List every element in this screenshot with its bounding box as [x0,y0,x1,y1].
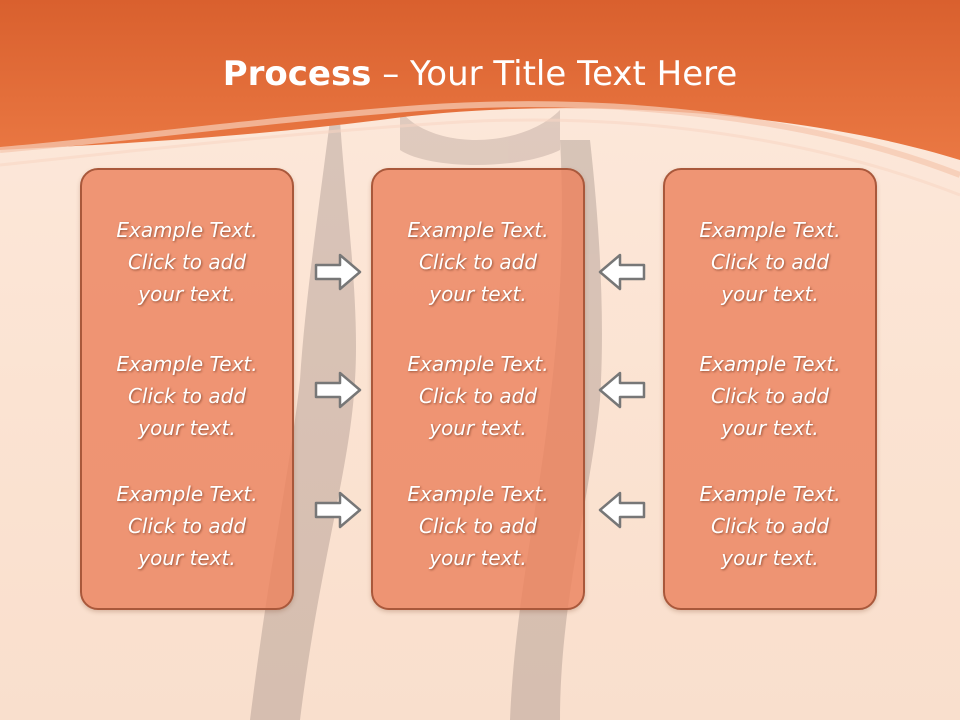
right-arrow-icon [314,371,362,409]
header-swoosh [0,101,960,178]
title-bold: Process [222,54,372,94]
box1-text-2[interactable]: Example Text. Click to add your text. [116,352,258,440]
box2-text-1[interactable]: Example Text. Click to add your text. [407,218,549,306]
header-band [0,0,960,160]
left-arrow-icon [598,371,646,409]
box2-text-2[interactable]: Example Text. Click to add your text. [407,352,549,440]
left-arrow-icon [598,491,646,529]
header-swoosh-2 [0,118,960,197]
box1-text-1[interactable]: Example Text. Click to add your text. [116,218,258,306]
box2-text-3[interactable]: Example Text. Click to add your text. [407,482,549,570]
title-rest: – Your Title Text Here [371,54,738,94]
process-box-1[interactable]: Example Text. Click to add your text. Ex… [80,168,294,610]
box3-text-1[interactable]: Example Text. Click to add your text. [699,218,841,306]
process-box-2[interactable]: Example Text. Click to add your text. Ex… [371,168,585,610]
left-arrow-icon [598,253,646,291]
slide-title[interactable]: Process – Your Title Text Here [0,52,960,96]
process-box-3[interactable]: Example Text. Click to add your text. Ex… [663,168,877,610]
box3-text-2[interactable]: Example Text. Click to add your text. [699,352,841,440]
box3-text-3[interactable]: Example Text. Click to add your text. [699,482,841,570]
box1-text-3[interactable]: Example Text. Click to add your text. [116,482,258,570]
right-arrow-icon [314,491,362,529]
right-arrow-icon [314,253,362,291]
